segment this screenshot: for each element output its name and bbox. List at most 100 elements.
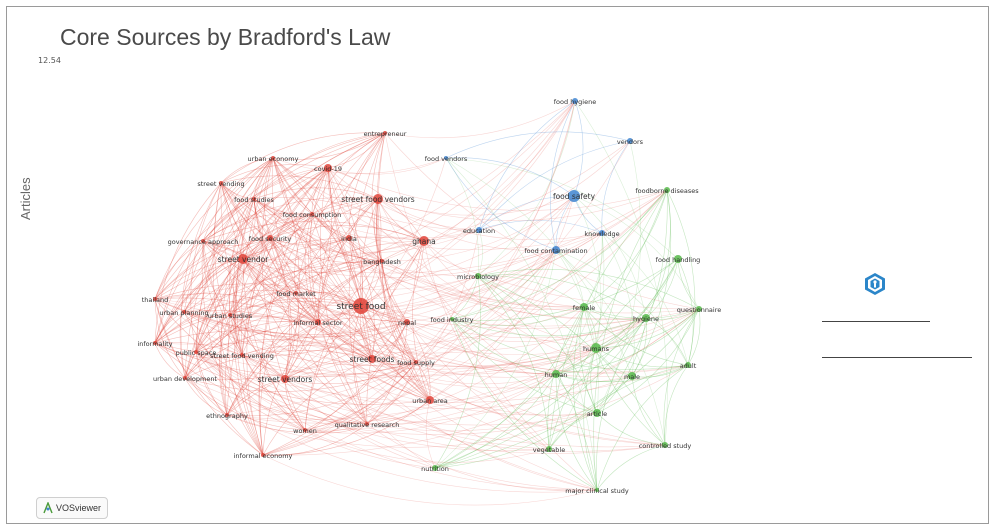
network-edge [327, 132, 386, 169]
network-edge [366, 240, 425, 425]
network-node[interactable] [252, 197, 256, 201]
network-edge [241, 195, 575, 356]
network-node[interactable] [599, 230, 605, 236]
network-edge [184, 260, 383, 379]
network-node[interactable] [271, 156, 275, 160]
network-node[interactable] [628, 372, 636, 380]
node-label: urban area [412, 397, 448, 405]
network-node[interactable] [475, 273, 481, 279]
network-node[interactable] [228, 313, 232, 317]
network-edge [415, 100, 576, 363]
network-edge [253, 198, 700, 314]
network-node[interactable] [281, 375, 289, 383]
network-node[interactable] [183, 376, 187, 380]
network-node[interactable] [696, 306, 702, 312]
network-node[interactable] [450, 317, 454, 321]
network-node[interactable] [568, 190, 580, 202]
network-node[interactable] [572, 98, 578, 104]
network-node[interactable] [346, 235, 352, 241]
network-edge [154, 342, 431, 405]
network-node[interactable] [664, 187, 670, 193]
network-node[interactable] [294, 291, 298, 295]
network-edge [555, 308, 700, 375]
network-edge [284, 157, 447, 380]
network-edge [154, 189, 668, 307]
network-node[interactable] [595, 488, 599, 492]
network-node[interactable] [201, 239, 205, 243]
network-node[interactable] [219, 181, 223, 185]
network-edge [202, 240, 319, 323]
network-node[interactable] [261, 453, 265, 457]
network-node[interactable] [476, 227, 482, 233]
network-node[interactable] [240, 353, 244, 357]
network-edge [272, 157, 700, 310]
network-edge [317, 321, 373, 360]
network-edge [253, 187, 379, 200]
network-node[interactable] [365, 422, 369, 426]
network-node[interactable] [324, 164, 332, 172]
network-edge [195, 351, 264, 456]
network-node[interactable] [627, 138, 633, 144]
network-edge [154, 275, 479, 318]
network-edge [184, 321, 319, 379]
network-edge [180, 182, 222, 379]
network-node[interactable] [591, 343, 601, 353]
network-node[interactable] [194, 350, 198, 354]
network-node[interactable] [368, 355, 376, 363]
network-edge [154, 298, 368, 425]
network-node[interactable] [315, 319, 321, 325]
network-edge [377, 195, 575, 216]
network-node[interactable] [552, 370, 560, 378]
legend-line-1 [822, 321, 930, 322]
network-node[interactable] [642, 314, 650, 322]
network-node[interactable] [303, 428, 307, 432]
network-node[interactable] [444, 156, 448, 160]
network-node[interactable] [182, 310, 186, 314]
network-node[interactable] [383, 131, 387, 135]
network-edge [269, 213, 313, 239]
network-node[interactable] [674, 255, 682, 263]
network-edge [229, 240, 425, 316]
node-label: street food [336, 302, 385, 312]
network-node[interactable] [552, 246, 560, 254]
network-node[interactable] [426, 396, 434, 404]
network-edge [269, 237, 431, 401]
network-node[interactable] [404, 319, 410, 325]
network-node[interactable] [353, 298, 369, 314]
network-node[interactable] [414, 360, 418, 364]
network-node[interactable] [310, 212, 314, 216]
network-node[interactable] [580, 303, 588, 311]
network-edge [327, 167, 550, 450]
network-edge [202, 167, 329, 242]
network-node[interactable] [267, 235, 273, 241]
network-node[interactable] [153, 297, 157, 301]
network-node[interactable] [432, 465, 438, 471]
network-edge [183, 258, 244, 313]
network-edge [573, 195, 647, 319]
network-edge [366, 361, 417, 425]
node-label: food supply [397, 359, 435, 367]
network-edge [154, 342, 368, 425]
network-edge [555, 373, 633, 383]
network-node[interactable] [546, 446, 552, 452]
network-edge [311, 213, 585, 308]
node-label: urban planning [159, 309, 208, 317]
network-node[interactable] [238, 254, 248, 264]
network-node[interactable] [685, 362, 691, 368]
network-edge [376, 198, 408, 323]
network-edge [375, 198, 417, 363]
network-edge [311, 132, 386, 215]
network-node[interactable] [662, 442, 668, 448]
network-edge [376, 198, 431, 401]
network-node[interactable] [153, 341, 157, 345]
network-node[interactable] [419, 236, 429, 246]
vosviewer-button[interactable]: VOSviewer [36, 497, 108, 519]
network-node[interactable] [373, 194, 383, 204]
network-edge [269, 237, 383, 264]
network-edge [596, 412, 666, 446]
network-node[interactable] [380, 259, 384, 263]
network-edge [261, 157, 306, 431]
network-edge [583, 189, 668, 308]
network-node[interactable] [225, 413, 229, 417]
network-node[interactable] [593, 409, 601, 417]
